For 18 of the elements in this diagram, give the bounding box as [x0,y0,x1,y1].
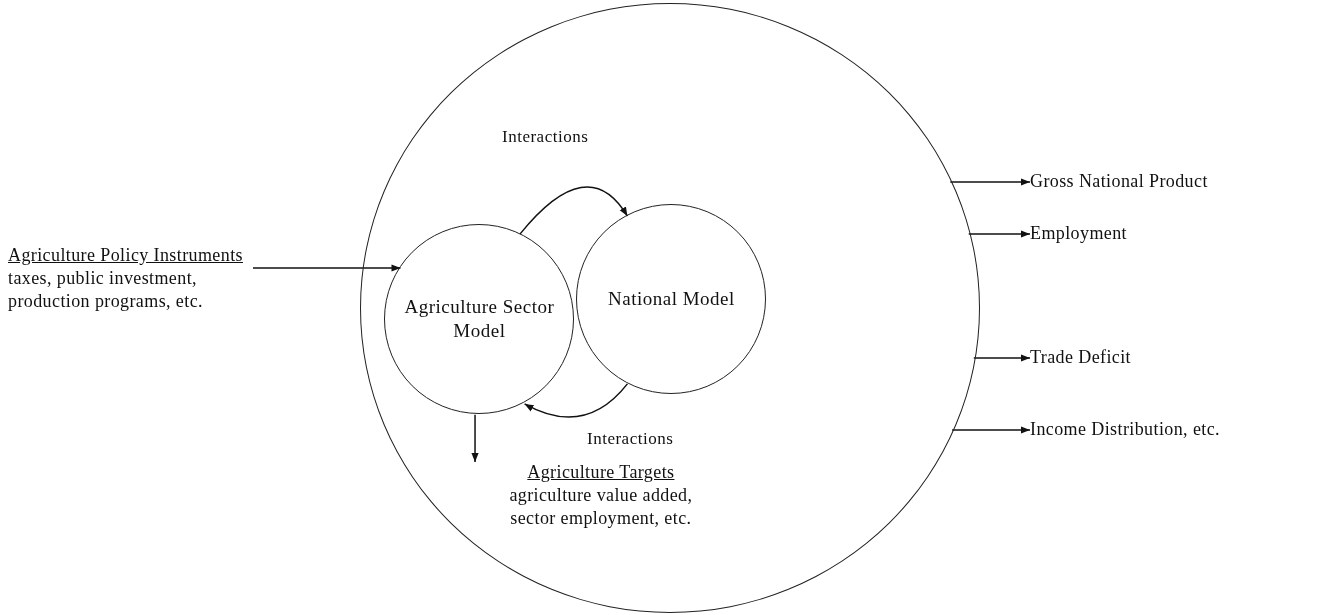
output-label: Employment [1030,222,1128,245]
arrow [523,383,629,418]
circle-label: National Model [608,287,735,312]
arrow [471,414,479,463]
circle-label: Agriculture Sector Model [403,295,556,344]
description-text: taxes, public investment, production programs, etc. [8,267,204,313]
arrow [973,354,1031,362]
description-text: agriculture value added, sector employment, etc. [508,484,694,531]
arrow [252,264,402,272]
arrow [949,178,1031,186]
arrow [968,230,1031,238]
heading-text: Agriculture Targets [526,461,676,485]
arrow [519,186,629,235]
heading-text: Agriculture Policy Instruments [8,244,244,267]
output-label: Trade Deficit [1030,346,1132,369]
arrow [951,426,1031,434]
output-label: Gross National Product [1030,170,1209,193]
output-label: Income Distribution, etc. [1030,418,1221,441]
